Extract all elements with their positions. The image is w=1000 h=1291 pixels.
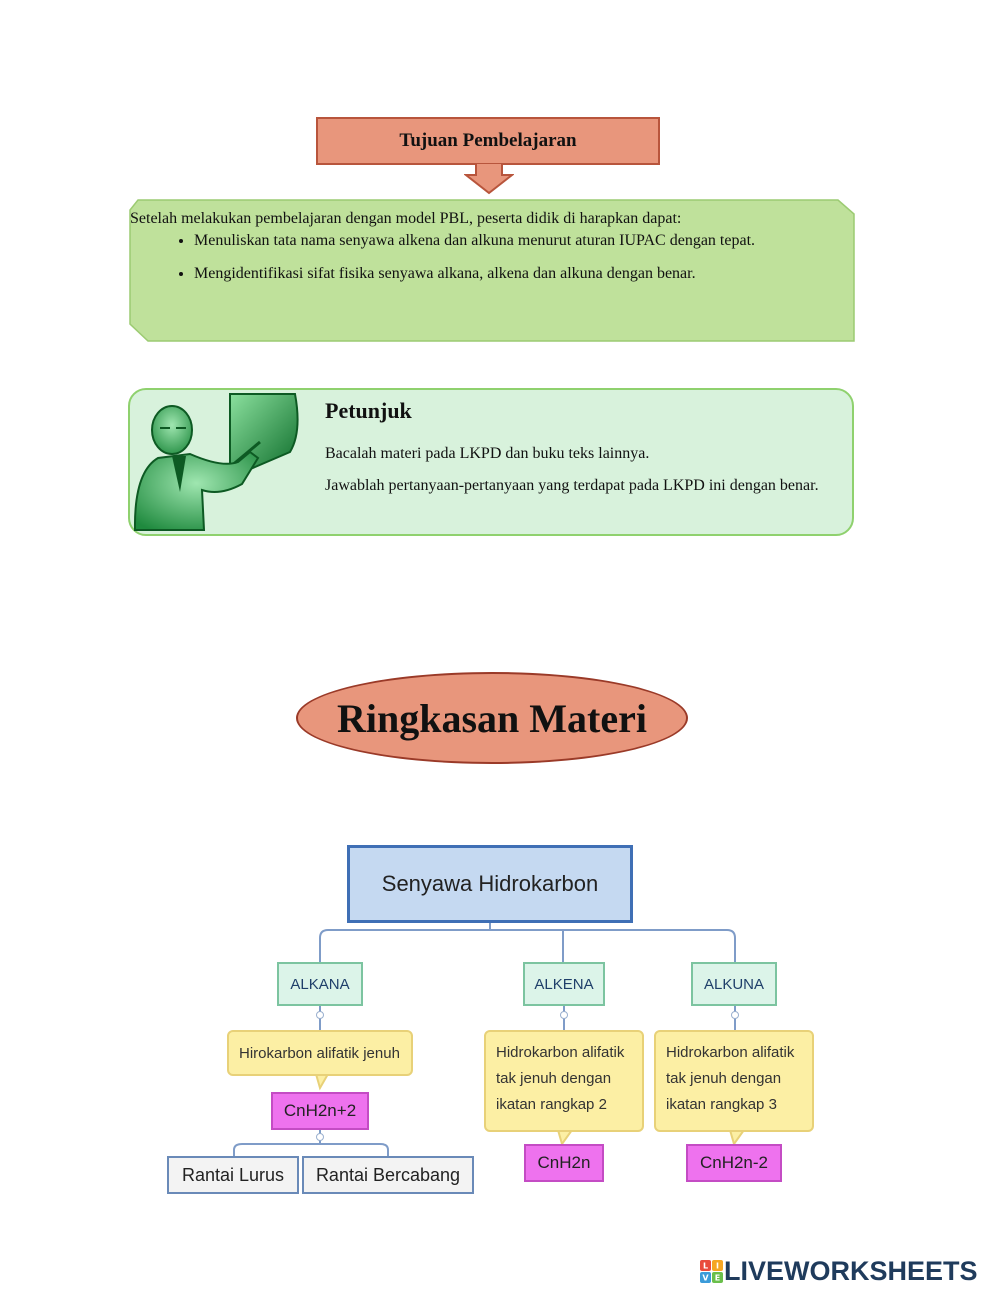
objectives-content: Setelah melakukan pembelajaran dengan mo… bbox=[130, 208, 850, 295]
alkana-desc: Hirokarbon alifatik jenuh bbox=[239, 1045, 400, 1062]
alkana-box: ALKANA bbox=[277, 962, 363, 1006]
objective-item: Mengidentifikasi sifat fisika senyawa al… bbox=[194, 263, 850, 285]
objectives-list: Menuliskan tata nama senyawa alkena dan … bbox=[130, 230, 850, 285]
alkena-desc-line: Hidrokarbon alifatik bbox=[496, 1044, 625, 1061]
alkuna-box: ALKUNA bbox=[691, 962, 777, 1006]
badge-letter: I bbox=[716, 1261, 719, 1270]
ringkasan-title-ellipse: Ringkasan Materi bbox=[296, 672, 688, 764]
alkana-desc-box: Hirokarbon alifatik jenuh bbox=[227, 1030, 413, 1076]
alkuna-label: ALKUNA bbox=[703, 975, 765, 993]
petunjuk-line: Jawablah pertanyaan-pertanyaan yang terd… bbox=[325, 477, 819, 494]
liveworksheets-wordmark: LIVEWORKSHEETS bbox=[724, 1256, 978, 1286]
alkena-box: ALKENA bbox=[523, 962, 605, 1006]
objectives-intro: Setelah melakukan pembelajaran dengan mo… bbox=[130, 210, 682, 227]
alkuna-desc-line: Hidrokarbon alifatik bbox=[666, 1044, 795, 1061]
liveworksheets-logo: L I V E LIVEWORKSHEETS bbox=[700, 1256, 978, 1287]
rantai-lurus-box: Rantai Lurus bbox=[167, 1156, 299, 1194]
root-node-box: Senyawa Hidrokarbon bbox=[347, 845, 633, 923]
petunjuk-text: Bacalah materi pada LKPD dan buku teks l… bbox=[325, 438, 849, 502]
alkena-formula: CnH2n bbox=[537, 1153, 591, 1172]
alkuna-desc-line: tak jenuh dengan bbox=[666, 1070, 782, 1087]
petunjuk-title: Petunjuk bbox=[325, 398, 412, 423]
rantai-lurus-label: Rantai Lurus bbox=[181, 1164, 285, 1185]
alkena-desc-line: tak jenuh dengan bbox=[496, 1070, 612, 1087]
objective-item: Menuliskan tata nama senyawa alkena dan … bbox=[194, 230, 850, 252]
alkena-label: ALKENA bbox=[534, 975, 594, 993]
teacher-pointing-icon bbox=[133, 393, 299, 531]
alkuna-desc-line: ikatan rangkap 3 bbox=[666, 1096, 777, 1113]
alkena-desc-line: ikatan rangkap 2 bbox=[496, 1096, 607, 1113]
badge-letter: E bbox=[715, 1273, 720, 1282]
down-arrow-icon bbox=[464, 163, 514, 195]
tujuan-title-box: Tujuan Pembelajaran bbox=[316, 117, 660, 165]
objectives-box bbox=[129, 199, 855, 342]
alkuna-desc-box: Hidrokarbon alifatik tak jenuh dengan ik… bbox=[654, 1030, 814, 1132]
petunjuk-line: Bacalah materi pada LKPD dan buku teks l… bbox=[325, 445, 650, 462]
badge-letter: L bbox=[703, 1261, 708, 1270]
rantai-bercabang-label: Rantai Bercabang bbox=[315, 1164, 461, 1185]
alkena-formula-box: CnH2n bbox=[524, 1144, 604, 1182]
liveworksheets-badge-icon: L I V E bbox=[700, 1259, 723, 1283]
alkuna-formula: CnH2n-2 bbox=[699, 1153, 769, 1172]
alkana-formula-box: CnH2n+2 bbox=[271, 1092, 369, 1130]
alkena-desc-box: Hidrokarbon alifatik tak jenuh dengan ik… bbox=[484, 1030, 644, 1132]
alkana-label: ALKANA bbox=[290, 975, 350, 993]
ringkasan-title: Ringkasan Materi bbox=[337, 695, 647, 741]
alkana-formula: CnH2n+2 bbox=[283, 1101, 357, 1120]
rantai-bercabang-box: Rantai Bercabang bbox=[302, 1156, 474, 1194]
root-node-label: Senyawa Hidrokarbon bbox=[381, 871, 599, 896]
alkuna-formula-box: CnH2n-2 bbox=[686, 1144, 782, 1182]
tujuan-title: Tujuan Pembelajaran bbox=[399, 130, 577, 151]
badge-letter: V bbox=[702, 1273, 709, 1282]
